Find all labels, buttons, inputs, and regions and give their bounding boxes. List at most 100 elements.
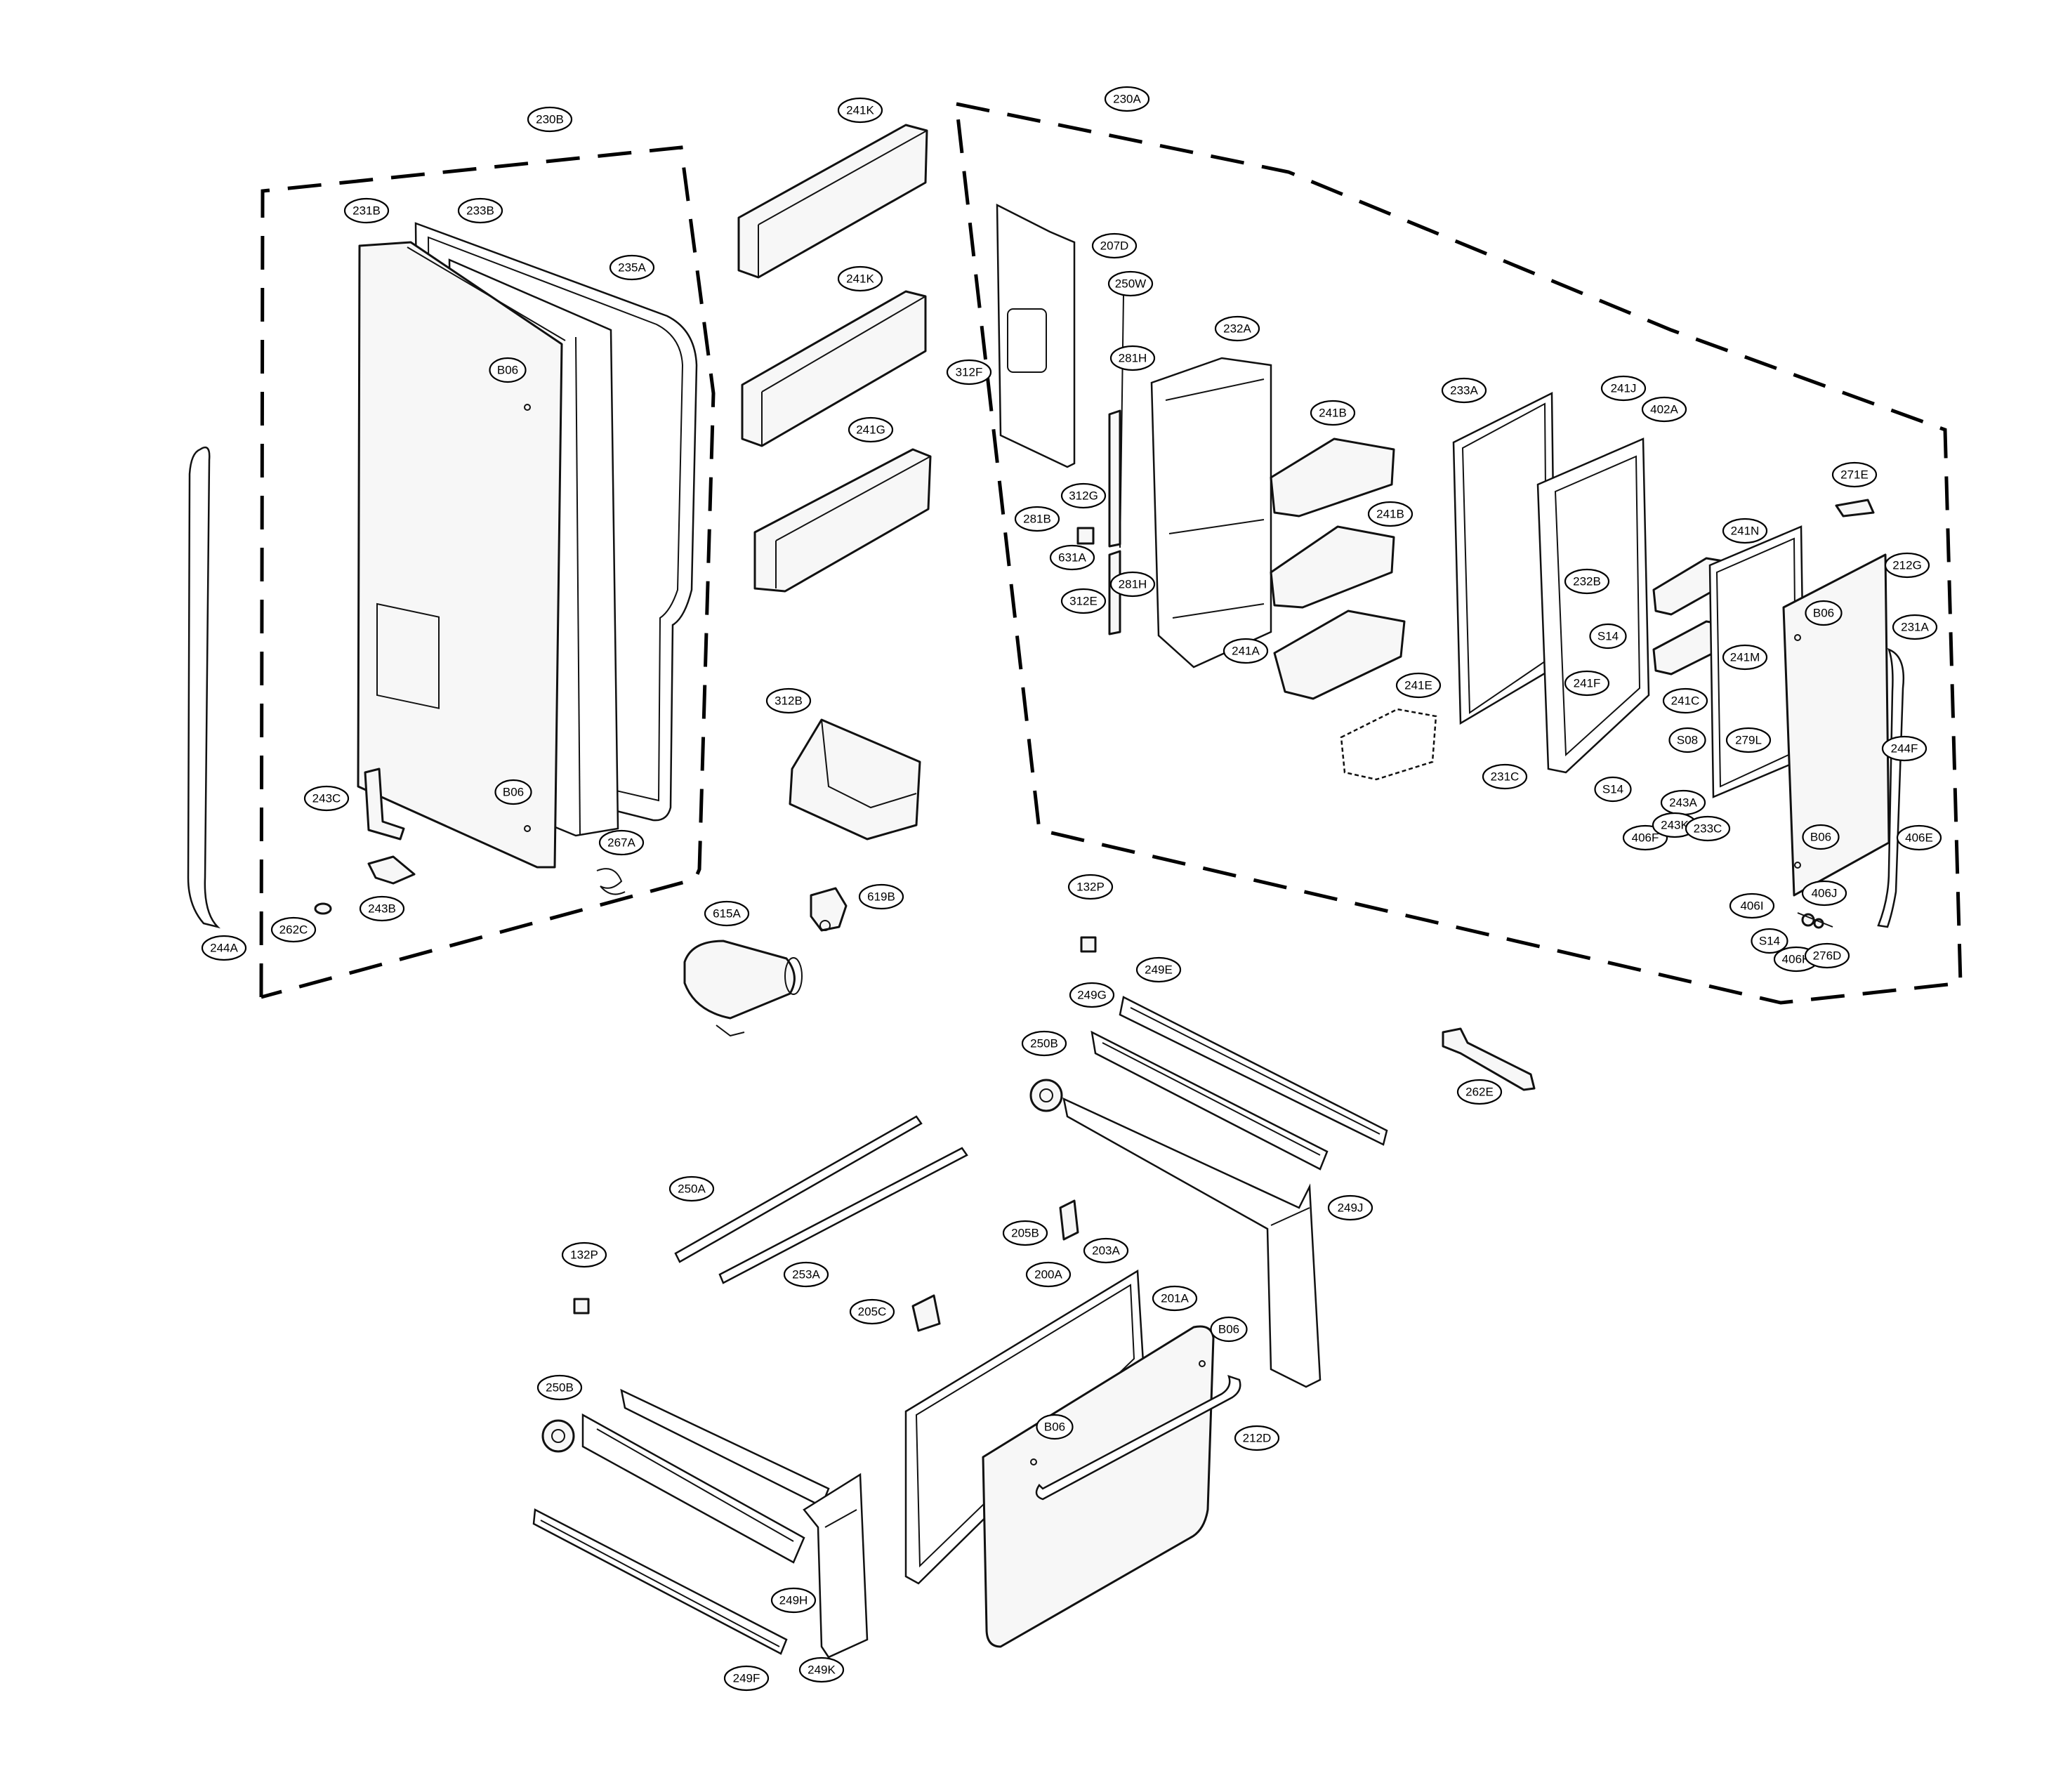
callout-249H[interactable]: 249H [770, 1587, 817, 1614]
callout-label: 312E [1069, 595, 1098, 608]
callout-B06[interactable]: B06 [489, 357, 527, 383]
callout-241B[interactable]: 241B [1310, 400, 1356, 426]
callout-250W[interactable]: 250W [1107, 270, 1154, 297]
callout-249K[interactable]: 249K [798, 1656, 845, 1683]
callout-231B[interactable]: 231B [343, 197, 390, 224]
callout-241N[interactable]: 241N [1722, 518, 1768, 544]
inner-door-231C [1536, 437, 1650, 774]
callout-243B[interactable]: 243B [359, 895, 405, 922]
callout-label: S14 [1597, 630, 1619, 643]
callout-233A[interactable]: 233A [1441, 377, 1487, 404]
callout-406E[interactable]: 406E [1896, 824, 1942, 851]
callout-249G[interactable]: 249G [1069, 982, 1115, 1008]
callout-207D[interactable]: 207D [1091, 232, 1138, 259]
callout-S14[interactable]: S14 [1589, 623, 1627, 650]
callout-631A[interactable]: 631A [1049, 544, 1095, 571]
callout-B06[interactable]: B06 [1210, 1316, 1248, 1343]
gear-250B-upper [1029, 1079, 1063, 1112]
callout-249F[interactable]: 249F [723, 1665, 770, 1692]
callout-233C[interactable]: 233C [1685, 815, 1731, 842]
callout-B06[interactable]: B06 [1802, 824, 1840, 850]
callout-205B[interactable]: 205B [1002, 1220, 1048, 1246]
callout-615A[interactable]: 615A [704, 900, 750, 927]
callout-200A[interactable]: 200A [1025, 1261, 1072, 1288]
dispenser-panel-312F [996, 203, 1076, 468]
callout-241J[interactable]: 241J [1600, 375, 1647, 402]
callout-205C[interactable]: 205C [849, 1298, 895, 1325]
callout-132P[interactable]: 132P [1067, 874, 1114, 900]
callout-241A[interactable]: 241A [1223, 638, 1269, 664]
callout-619B[interactable]: 619B [858, 883, 904, 910]
callout-312B[interactable]: 312B [765, 687, 812, 714]
callout-241M[interactable]: 241M [1722, 644, 1768, 671]
callout-201A[interactable]: 201A [1152, 1285, 1198, 1312]
callout-249E[interactable]: 249E [1135, 956, 1182, 983]
callout-253A[interactable]: 253A [783, 1261, 829, 1288]
callout-203A[interactable]: 203A [1083, 1237, 1129, 1264]
callout-267A[interactable]: 267A [598, 829, 645, 856]
callout-235A[interactable]: 235A [609, 254, 655, 281]
callout-241C[interactable]: 241C [1662, 687, 1708, 714]
callout-241F[interactable]: 241F [1564, 670, 1610, 697]
callout-132P[interactable]: 132P [561, 1241, 607, 1268]
callout-241E[interactable]: 241E [1395, 672, 1442, 699]
callout-label: 267A [607, 836, 635, 850]
callout-402A[interactable]: 402A [1641, 396, 1687, 423]
callout-312G[interactable]: 312G [1060, 482, 1107, 509]
callout-S14[interactable]: S14 [1751, 928, 1788, 954]
callout-262C[interactable]: 262C [270, 916, 317, 943]
callout-S14[interactable]: S14 [1594, 776, 1632, 803]
callout-406J[interactable]: 406J [1801, 880, 1847, 907]
callout-label: 241B [1376, 508, 1404, 521]
part-281B [1076, 527, 1095, 545]
callout-B06[interactable]: B06 [1805, 600, 1843, 626]
callout-230B[interactable]: 230B [527, 106, 573, 133]
callout-250A[interactable]: 250A [668, 1175, 715, 1202]
callout-212G[interactable]: 212G [1884, 552, 1930, 579]
callout-406I[interactable]: 406I [1729, 892, 1775, 919]
callout-279L[interactable]: 279L [1725, 727, 1772, 753]
callout-oval [1896, 824, 1942, 851]
callout-244A[interactable]: 244A [201, 935, 247, 961]
callout-B06[interactable]: B06 [494, 779, 532, 805]
callout-276D[interactable]: 276D [1804, 942, 1850, 969]
callout-281H[interactable]: 281H [1109, 345, 1156, 371]
callout-S08[interactable]: S08 [1668, 727, 1706, 753]
callout-281H[interactable]: 281H [1109, 571, 1156, 598]
callout-241K[interactable]: 241K [837, 265, 883, 292]
callout-243A[interactable]: 243A [1660, 789, 1706, 816]
callout-232A[interactable]: 232A [1214, 315, 1260, 342]
callout-label: 312G [1069, 489, 1098, 503]
callout-241G[interactable]: 241G [848, 416, 894, 443]
callout-oval [704, 900, 750, 927]
callout-212D[interactable]: 212D [1234, 1425, 1280, 1451]
callout-oval [1367, 501, 1414, 527]
door-bin-241G [753, 448, 932, 593]
callout-oval [1564, 670, 1610, 697]
callout-label: 231A [1901, 621, 1929, 634]
callout-250B[interactable]: 250B [536, 1374, 583, 1401]
callout-243C[interactable]: 243C [303, 785, 350, 812]
callout-271E[interactable]: 271E [1831, 461, 1878, 488]
callout-281B[interactable]: 281B [1014, 506, 1060, 532]
callout-oval [1831, 461, 1878, 488]
callout-oval [1805, 600, 1843, 626]
callout-oval [1109, 571, 1156, 598]
callout-label: B06 [1810, 831, 1831, 844]
callout-249J[interactable]: 249J [1327, 1194, 1373, 1221]
callout-233B[interactable]: 233B [457, 197, 503, 224]
callout-244F[interactable]: 244F [1881, 735, 1928, 762]
callout-B06[interactable]: B06 [1036, 1414, 1074, 1440]
callout-231A[interactable]: 231A [1892, 614, 1938, 640]
callout-label: 241F [1574, 677, 1601, 690]
callout-250B[interactable]: 250B [1021, 1030, 1067, 1057]
callout-312E[interactable]: 312E [1060, 588, 1107, 614]
callout-232B[interactable]: 232B [1564, 568, 1610, 595]
callout-312F[interactable]: 312F [946, 359, 992, 386]
callout-262E[interactable]: 262E [1456, 1079, 1503, 1105]
callout-241B[interactable]: 241B [1367, 501, 1414, 527]
callout-241K[interactable]: 241K [837, 97, 883, 124]
callout-231C[interactable]: 231C [1482, 763, 1528, 790]
callout-230A[interactable]: 230A [1104, 86, 1150, 112]
callout-oval [494, 779, 532, 805]
